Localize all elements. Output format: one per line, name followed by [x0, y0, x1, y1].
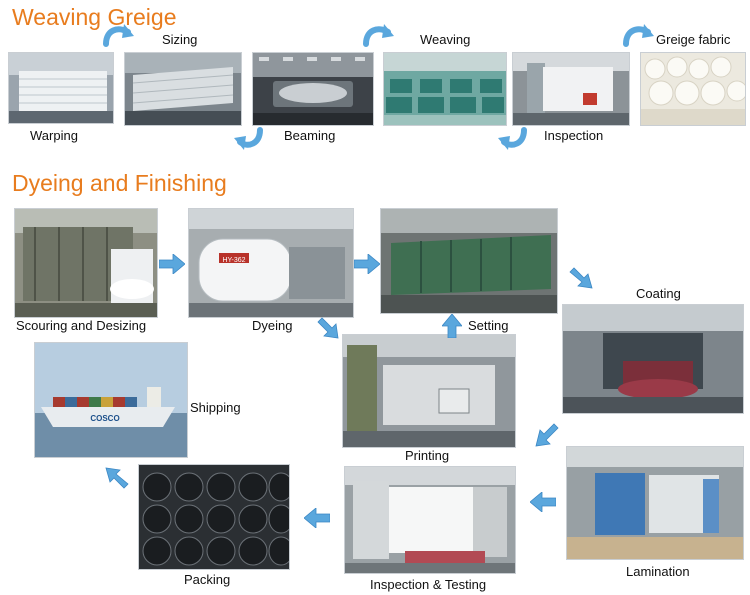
packing-label: Packing: [184, 572, 231, 587]
inspection-label: Inspection: [544, 128, 604, 143]
dyeing-label: Dyeing: [252, 318, 293, 333]
warping-photo: [8, 52, 114, 124]
shipping-photo: COSCO: [34, 342, 188, 458]
coating-label: Coating: [636, 286, 681, 301]
printing-photo: [342, 334, 516, 448]
weaving-greige-title: Weaving Greige: [12, 4, 177, 30]
curved-arrow-icon: [622, 22, 656, 48]
scouring-desizing-photo: [14, 208, 158, 318]
shipping-label: Shipping: [190, 400, 241, 415]
curved-arrow-icon: [102, 22, 136, 48]
sizing-photo: [124, 52, 242, 126]
coating-photo: [562, 304, 744, 414]
curved-arrow-icon: [362, 22, 396, 48]
weaving-photo: [383, 52, 507, 126]
setting-label: Setting: [468, 318, 509, 333]
setting-photo: [380, 208, 558, 314]
arrow-icon: [534, 422, 560, 448]
weaving-label: Weaving: [420, 32, 471, 47]
arrow-icon: [304, 508, 330, 528]
inspection-testing-label: Inspection & Testing: [370, 577, 487, 592]
warping-label: Warping: [30, 128, 78, 143]
dyeing-machine-tag: HY-362: [222, 257, 245, 264]
packing-photo: [138, 464, 290, 570]
arrow-icon: [354, 254, 380, 274]
beaming-photo: [252, 52, 374, 126]
lamination-label: Lamination: [626, 564, 690, 579]
lamination-photo: [566, 446, 744, 560]
greige-fabric-label: Greige fabric: [656, 32, 731, 47]
beaming-label: Beaming: [284, 128, 336, 143]
inspection-photo: [512, 52, 630, 126]
arrow-icon: [316, 316, 340, 340]
arrow-icon: [442, 314, 462, 338]
dyeing-photo: HY-362: [188, 208, 354, 318]
dyeing-finishing-title: Dyeing and Finishing: [12, 170, 227, 196]
arrow-icon: [159, 254, 185, 274]
greige-fabric-photo: [640, 52, 746, 126]
arrow-icon: [104, 466, 130, 490]
ship-hull-text: COSCO: [90, 414, 119, 423]
curved-arrow-icon: [496, 126, 530, 152]
arrow-icon: [568, 266, 594, 290]
printing-label: Printing: [405, 448, 450, 463]
arrow-icon: [530, 492, 556, 512]
sizing-label: Sizing: [162, 32, 198, 47]
scouring-desizing-label: Scouring and Desizing: [16, 318, 147, 333]
curved-arrow-icon: [232, 126, 266, 152]
inspection-testing-photo: [344, 466, 516, 574]
